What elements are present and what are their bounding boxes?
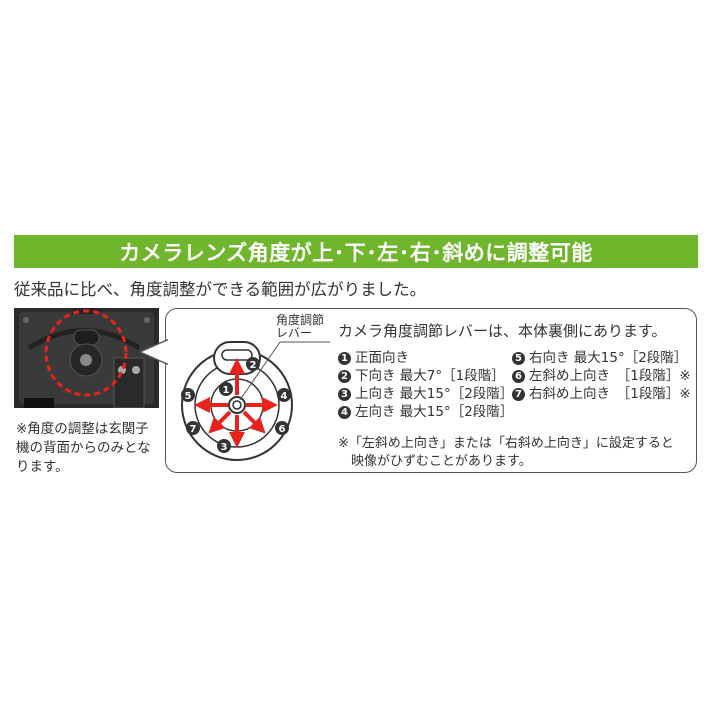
num-badge: 1 — [338, 352, 351, 365]
info-panel — [165, 308, 697, 473]
position-text: 上向き 最大15°［2段階］ — [355, 386, 514, 402]
position-item-7: 7 右斜め上向き ［1段階］※ — [512, 382, 691, 402]
position-text: 右向き 最大15°［2段階］ — [529, 350, 688, 366]
position-text: 下向き 最大7°［1段階］ — [355, 368, 505, 384]
highlight-circle — [44, 309, 128, 397]
num-badge: 7 — [512, 388, 525, 401]
photo-note: ※角度の調整は玄関子機の背面からのみとなります。 — [16, 421, 151, 475]
num-badge: 4 — [338, 406, 351, 419]
num-badge: 5 — [512, 352, 525, 365]
info-heading: カメラ角度調節レバーは、本体裏側にあります。 — [338, 322, 667, 340]
position-item-5: 5 右向き 最大15°［2段階］ — [512, 346, 687, 366]
position-text: 左斜め上向き ［1段階］※ — [529, 368, 691, 384]
callout-pointer — [140, 338, 170, 366]
position-text: 右斜め上向き ［1段階］※ — [529, 386, 691, 402]
footnote-line2: 映像がひずむことがあります。 — [351, 454, 532, 469]
position-text: 左向き 最大15°［2段階］ — [355, 404, 514, 420]
position-item-2: 2 下向き 最大7°［1段階］ — [338, 364, 505, 384]
footnote-line1: ※「左斜め上向き」または「右斜め上向き」に設定すると — [338, 436, 674, 451]
num-badge: 2 — [338, 370, 351, 383]
num-badge: 6 — [512, 370, 525, 383]
lever-label: 角度調節 レバー — [276, 314, 324, 340]
position-text: 正面向き — [355, 350, 409, 366]
headline-banner: カメラレンズ角度が上･下･左･右･斜めに調整可能 — [14, 235, 698, 268]
num-badge: 3 — [338, 388, 351, 401]
lever-label-line1: 角度調節 — [276, 313, 325, 327]
device-back-photo — [14, 308, 159, 408]
position-item-1: 1 正面向き — [338, 346, 409, 366]
lever-label-line2: レバー — [276, 326, 313, 340]
position-item-6: 6 左斜め上向き ［1段階］※ — [512, 364, 691, 384]
position-item-3: 3 上向き 最大15°［2段階］ — [338, 382, 513, 402]
position-item-4: 4 左向き 最大15°［2段階］ — [338, 400, 513, 420]
subtitle: 従来品に比べ、角度調整ができる範囲が広がりました。 — [14, 280, 427, 299]
banner-title: カメラレンズ角度が上･下･左･右･斜めに調整可能 — [119, 240, 593, 265]
